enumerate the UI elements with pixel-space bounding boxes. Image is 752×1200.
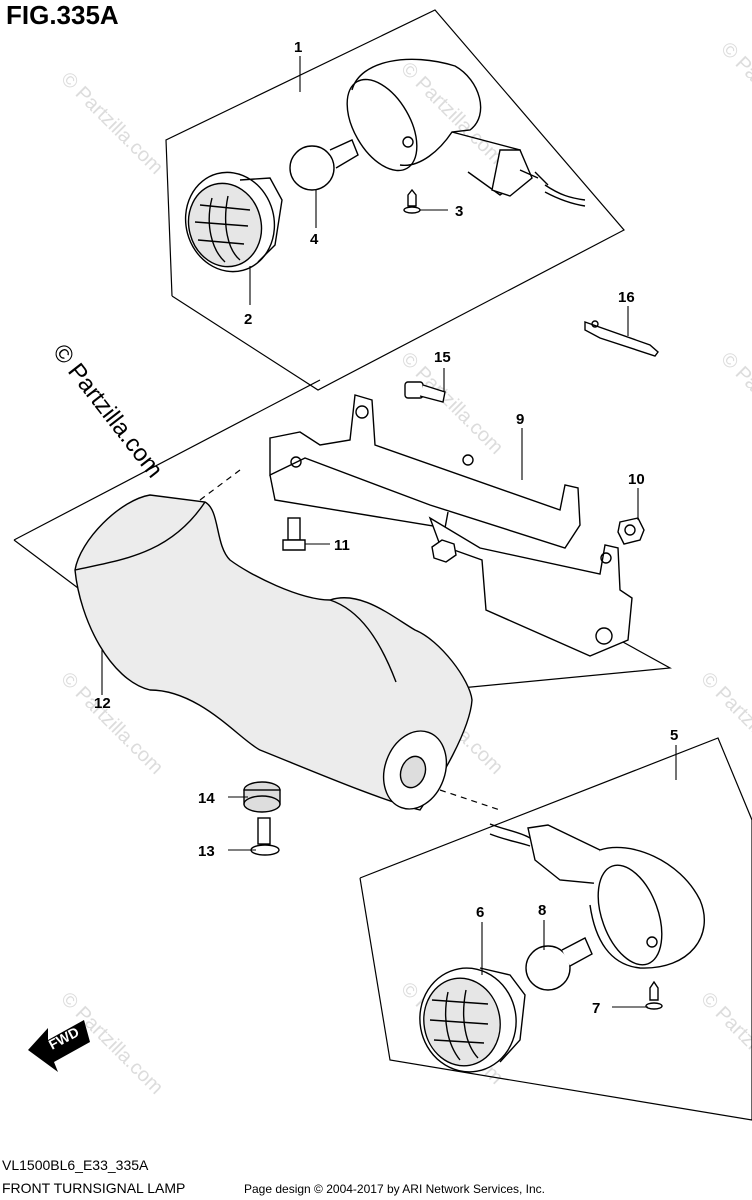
callout-2: 2 (244, 311, 252, 328)
forward-direction-arrow: FWD (28, 1020, 90, 1072)
bracket-and-cover-assembly (13, 320, 672, 856)
callout-3: 3 (455, 203, 463, 220)
callout-13: 13 (198, 843, 215, 860)
callout-4: 4 (310, 231, 319, 248)
watermark: © Partzilla.com (716, 348, 752, 459)
figure-title: FIG.335A (6, 0, 119, 30)
page-credit: Page design © 2004-2017 by ARI Network S… (244, 1182, 546, 1196)
callout-11: 11 (334, 537, 350, 554)
watermark: © Partzilla.com (696, 988, 752, 1099)
diagram-name: FRONT TURNSIGNAL LAMP (2, 1180, 186, 1196)
diagram-code: VL1500BL6_E33_335A (2, 1157, 149, 1173)
callout-15: 15 (434, 349, 451, 366)
callout-14: 14 (198, 790, 215, 807)
callout-1: 1 (294, 39, 302, 56)
watermark: © Partzilla.com (396, 348, 507, 459)
callout-6: 6 (476, 904, 484, 921)
callout-12: 12 (94, 695, 111, 712)
watermark: © Partzilla.com (716, 38, 752, 149)
lower-lamp-assembly (359, 737, 752, 1121)
watermark: © Partzilla.com (56, 68, 167, 179)
watermark: © Partzilla.com (696, 668, 752, 779)
callout-8: 8 (538, 902, 546, 919)
callout-leaders (101, 56, 677, 1008)
callout-5: 5 (670, 727, 678, 744)
callout-labels: 1 2 3 4 5 6 7 8 9 10 11 12 13 14 15 16 (94, 39, 678, 1017)
callout-7: 7 (592, 1000, 600, 1017)
callout-10: 10 (628, 471, 645, 488)
callout-16: 16 (618, 289, 635, 306)
watermark-large: © Partzilla.com (47, 339, 168, 483)
upper-lamp-assembly (165, 9, 625, 391)
callout-9: 9 (516, 411, 524, 428)
